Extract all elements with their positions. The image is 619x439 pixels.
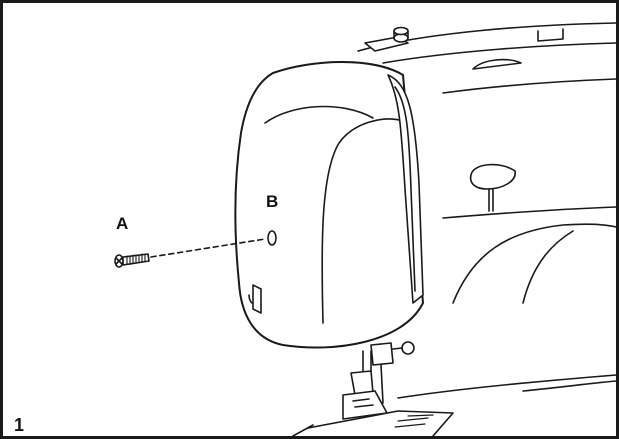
base-edge-2 — [522, 380, 616, 392]
figure-number: 1 — [14, 415, 25, 435]
body-mid-contour — [442, 206, 616, 219]
base-top-edge — [397, 374, 616, 399]
machine-top-detail — [537, 28, 564, 42]
thread-slot-outer — [387, 74, 424, 304]
callout-label-b: B — [266, 192, 279, 211]
callout-label-a: A — [116, 214, 129, 233]
screw-hole-b — [267, 230, 277, 246]
needle-clamp — [370, 342, 394, 366]
needle-plate — [307, 410, 454, 436]
alignment-dashed-line — [150, 238, 266, 258]
top-thread-guide — [472, 58, 522, 70]
stitch-dial — [469, 163, 516, 190]
face-plate-bottom-tab — [252, 284, 262, 314]
body-upper-contour — [442, 78, 616, 94]
thread-slot-inner — [394, 86, 416, 292]
sewing-machine-illustration — [114, 22, 616, 436]
face-plate-inner-curve — [264, 105, 374, 124]
needle — [380, 364, 384, 404]
screw-a-drawing — [114, 253, 150, 268]
face-plate — [234, 61, 424, 349]
arm-inner-edge — [522, 230, 574, 304]
machine-top-inner-line — [382, 42, 616, 64]
clamp-screw — [401, 341, 415, 355]
arm-underside — [452, 223, 616, 304]
face-plate-side-panel — [321, 118, 404, 324]
bed-plate-edge — [292, 424, 314, 436]
